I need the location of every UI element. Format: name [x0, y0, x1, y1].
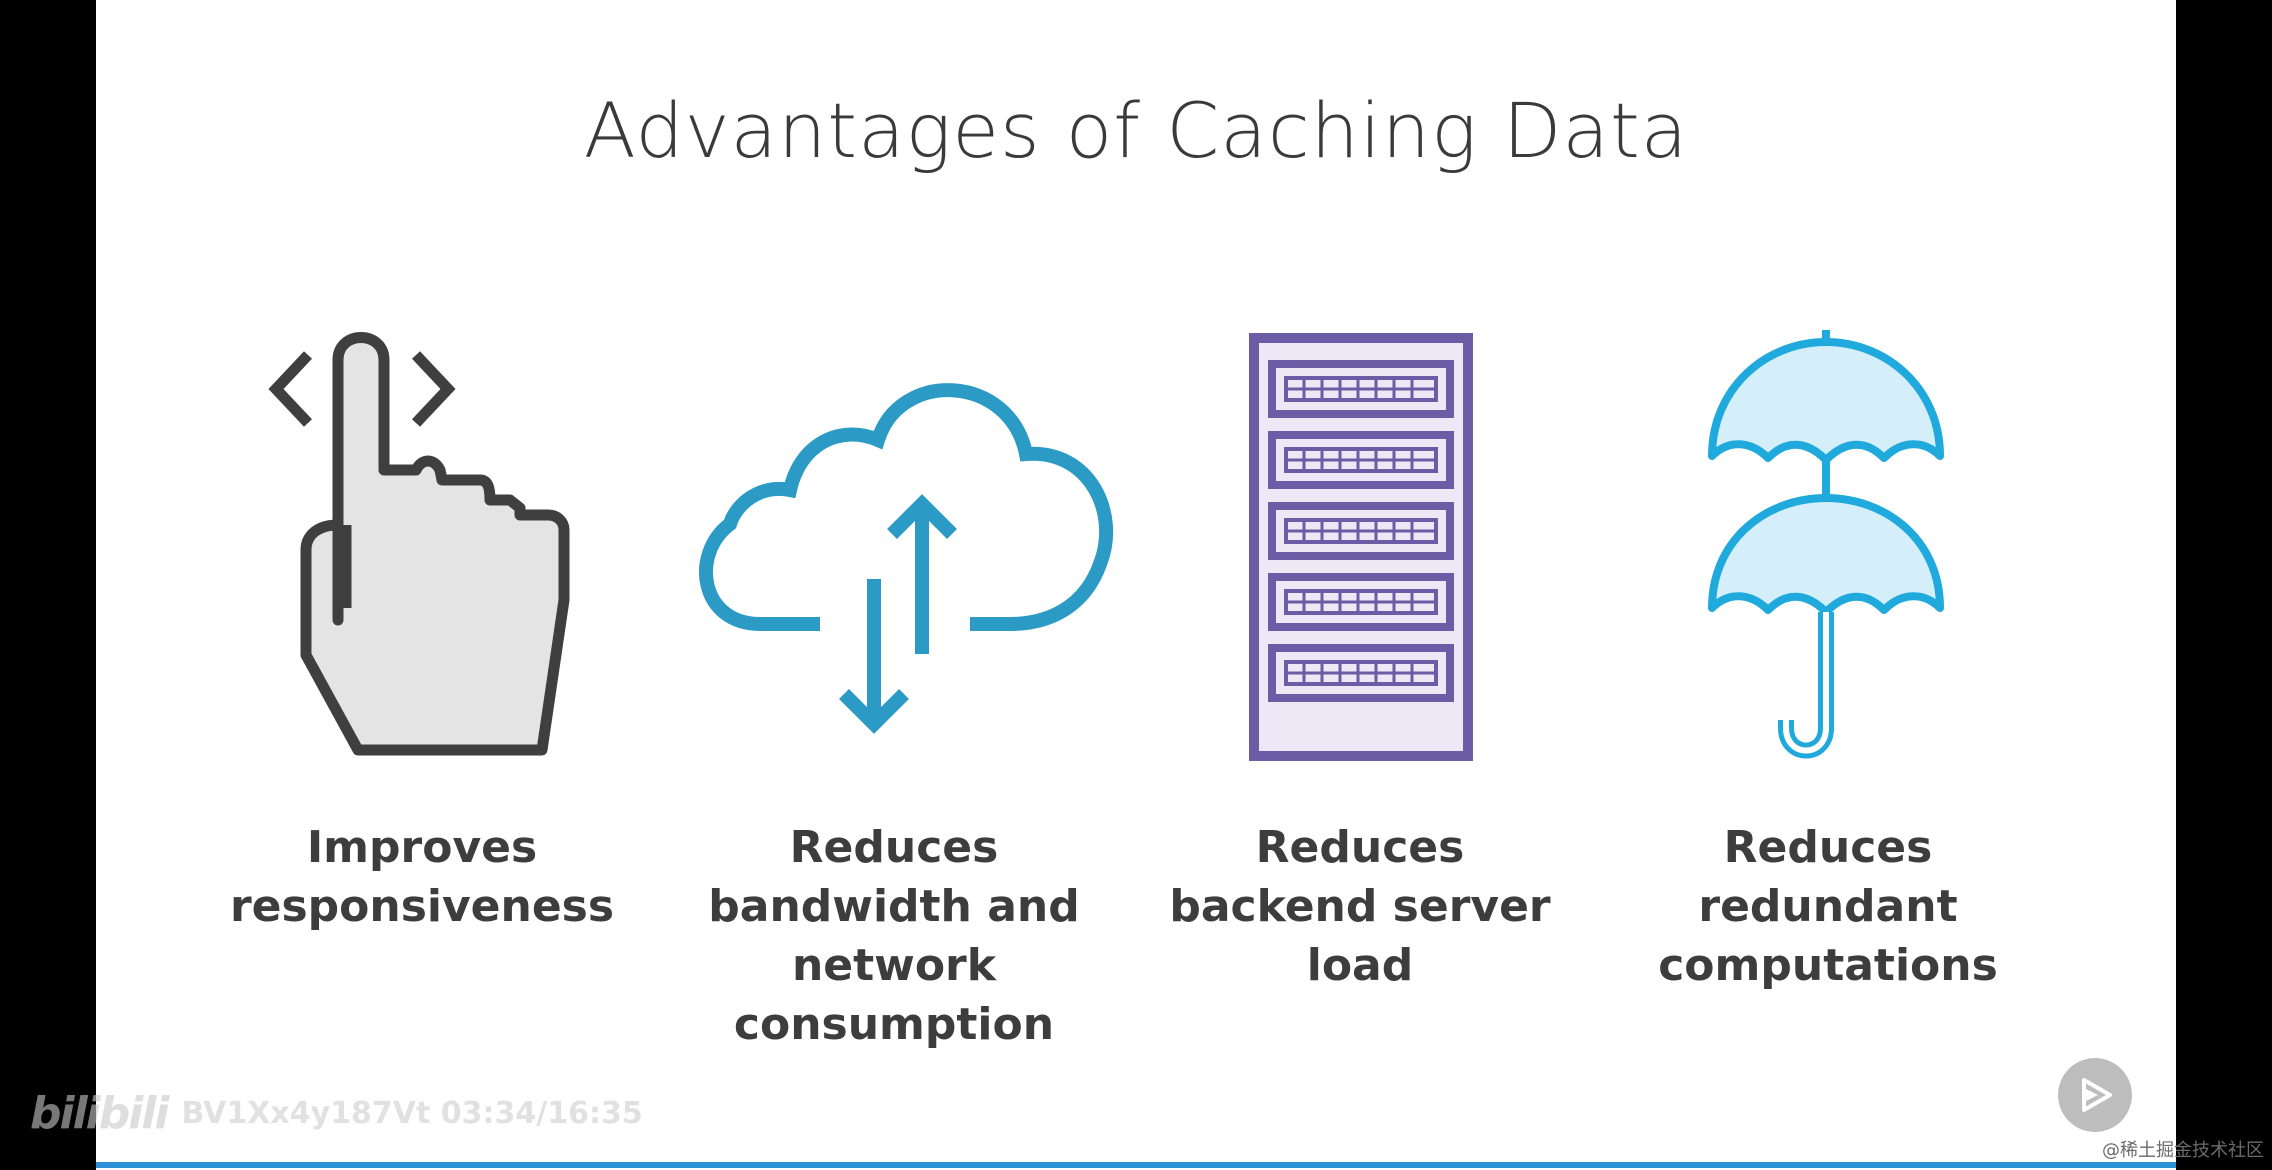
caption-line: responsiveness: [229, 881, 615, 932]
caption-line: Reduces: [1723, 822, 1933, 873]
caption-line: backend server: [1169, 881, 1551, 932]
caption-server-load: Reduces backend server load: [1150, 818, 1570, 995]
caption-line: bandwidth and: [708, 881, 1080, 932]
corner-credit: @稀土掘金技术社区: [2102, 1140, 2264, 1161]
caption-line: Reduces: [1255, 822, 1465, 873]
caption-bandwidth: Reduces bandwidth and network consumptio…: [684, 818, 1104, 1054]
caption-line: computations: [1658, 940, 1998, 991]
play-button[interactable]: [2058, 1058, 2132, 1132]
double-umbrella-icon: [1708, 330, 1944, 759]
slide: Advantages of Caching Data: [96, 0, 2176, 1170]
video-id-timestamp: BV1Xx4y187Vt 03:34/16:35: [181, 1095, 643, 1131]
caption-line: Reduces: [789, 822, 999, 873]
caption-responsiveness: Improves responsiveness: [212, 818, 632, 936]
server-rack-icon: [1249, 333, 1473, 761]
progress-bar[interactable]: [96, 1162, 2176, 1168]
slide-title: Advantages of Caching Data: [583, 86, 1689, 175]
caption-line: network: [791, 940, 997, 991]
caption-computations: Reduces redundant computations: [1618, 818, 2038, 995]
caption-line: consumption: [733, 999, 1055, 1050]
bilibili-logo: bilibili: [30, 1087, 169, 1139]
video-watermark: bilibili BV1Xx4y187Vt 03:34/16:35: [30, 1087, 643, 1139]
caption-line: redundant: [1698, 881, 1958, 932]
caption-line: load: [1306, 940, 1414, 991]
touch-gesture-icon: [268, 332, 570, 756]
caption-line: Improves: [306, 822, 538, 873]
cloud-transfer-icon: [699, 383, 1114, 734]
play-icon: [2082, 1078, 2112, 1112]
